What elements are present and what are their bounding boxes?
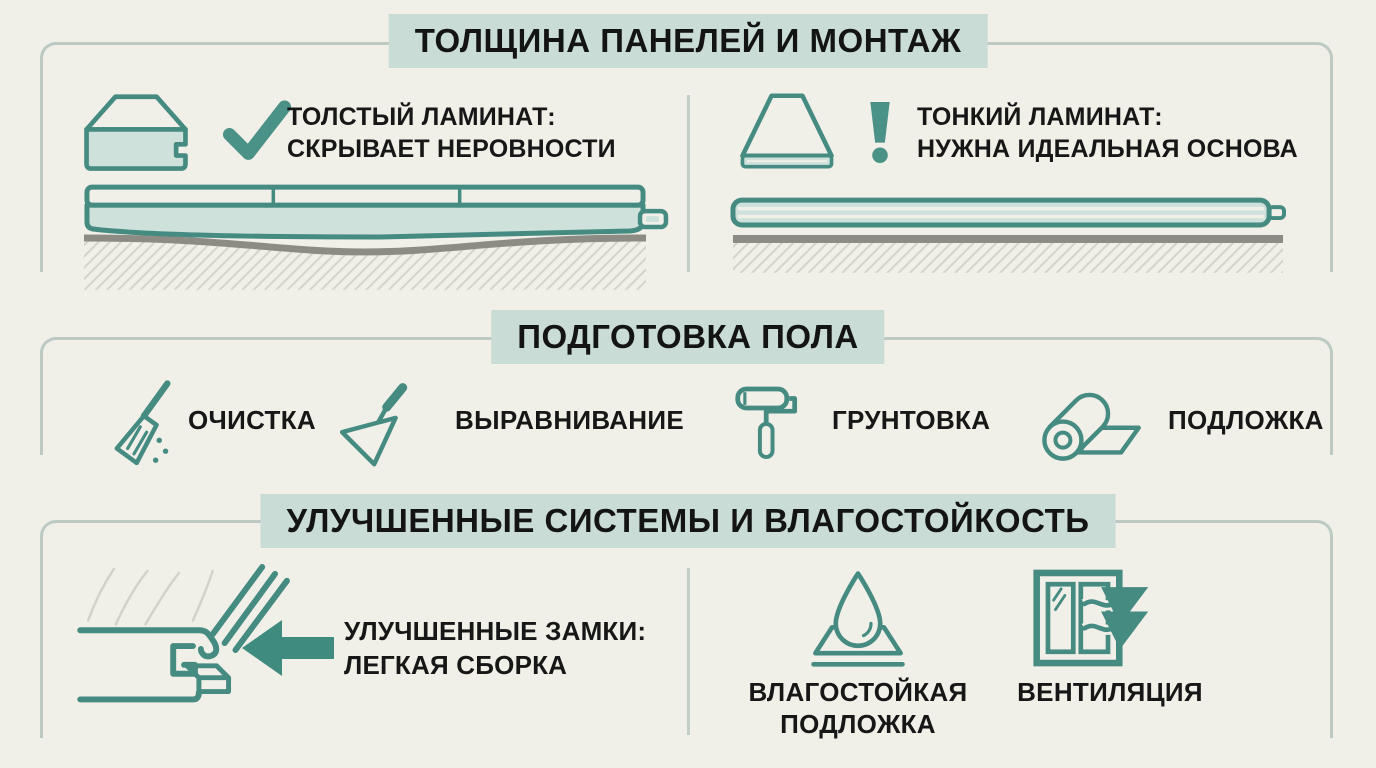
subfloor-hatch — [732, 242, 1284, 273]
section2-title: ПОДГОТОВКА ПОЛА — [491, 310, 885, 364]
underlay-roll-icon — [1040, 384, 1144, 468]
checkmark-icon — [222, 100, 292, 162]
subfloor-line — [83, 234, 647, 256]
window-pane-left — [1045, 581, 1076, 655]
subfloor-line — [732, 234, 1284, 243]
window-airflow-icon — [1032, 568, 1154, 668]
thick-panel-illustration — [80, 180, 669, 292]
moisture-line1: ВЛАГОСТОЙКАЯ — [748, 677, 968, 707]
roller-icon — [733, 380, 801, 474]
moisture-label: ВЛАГОСТОЙКАЯ ПОДЛОЖКА — [738, 676, 978, 740]
exclamation-icon — [866, 100, 894, 164]
lower-panel-edge — [77, 689, 202, 703]
panel-layers — [737, 206, 1265, 219]
lock-tongue — [184, 663, 232, 695]
thin-panel-illustration — [728, 194, 1288, 274]
moisture-line2: ПОДЛОЖКА — [780, 709, 936, 739]
cleaning-label: ОЧИСТКА — [188, 405, 316, 435]
ventilation-label: ВЕНТИЛЯЦИЯ — [1017, 677, 1203, 707]
thin-laminate-line2: НУЖНА ИДЕАЛЬНАЯ ОСНОВА — [917, 135, 1298, 163]
panel-top-layer — [84, 184, 646, 208]
arrow-left-icon — [242, 620, 334, 676]
underlay-sheet — [813, 624, 903, 656]
thin-laminate-line1: ТОНКИЙ ЛАМИНАТ: — [917, 103, 1163, 131]
thick-laminate-caption: ТОЛСТЫЙ ЛАМИНАТ: СКРЫВАЕТ НЕРОВНОСТИ — [287, 101, 616, 165]
lock-line2: ЛЕГКАЯ СБОРКА — [344, 650, 568, 680]
panel-seams — [271, 189, 462, 204]
click-lock-icon — [76, 563, 304, 739]
waterdrop-underlay-icon — [808, 566, 908, 670]
panel-body — [730, 197, 1272, 228]
priming-label: ГРУНТОВКА — [832, 405, 991, 435]
glass-glare — [1052, 587, 1067, 611]
lock-caption: УЛУЧШЕННЫЕ ЗАМКИ: ЛЕГКАЯ СБОРКА — [344, 614, 646, 682]
thick-laminate-line1: ТОЛСТЫЙ ЛАМИНАТ: — [287, 103, 556, 131]
thick-laminate-icon — [80, 92, 192, 178]
airflow-arrow-bottom — [1082, 611, 1149, 650]
water-drop — [833, 571, 883, 649]
section1-divider — [687, 95, 690, 272]
lock-line1: УЛУЧШЕННЫЕ ЗАМКИ: — [344, 616, 647, 646]
thin-laminate-icon — [737, 92, 837, 174]
section3-divider — [687, 568, 690, 735]
trowel-icon — [335, 378, 417, 472]
panel-body — [84, 202, 646, 240]
thick-laminate-line2: СКРЫВАЕТ НЕРОВНОСТИ — [287, 135, 616, 163]
section1-title: ТОЛЩИНА ПАНЕЛЕЙ И МОНТАЖ — [388, 14, 988, 68]
upper-panel-edge — [77, 627, 220, 660]
inserting-panel — [209, 563, 290, 653]
leveling-label: ВЫРАВНИВАНИЕ — [455, 405, 684, 435]
wood-grain-lines — [86, 567, 214, 626]
airflow-arrow-top — [1082, 587, 1149, 625]
subfloor-hatch — [83, 237, 647, 290]
section3-title: УЛУЧШЕННЫЕ СИСТЕМЫ И ВЛАГОСТОЙКОСТЬ — [260, 494, 1116, 548]
underlay-label: ПОДЛОЖКА — [1168, 405, 1324, 435]
thin-laminate-caption: ТОНКИЙ ЛАМИНАТ: НУЖНА ИДЕАЛЬНАЯ ОСНОВА — [917, 101, 1298, 165]
window-pane-right — [1078, 581, 1111, 655]
broom-icon — [106, 378, 180, 472]
